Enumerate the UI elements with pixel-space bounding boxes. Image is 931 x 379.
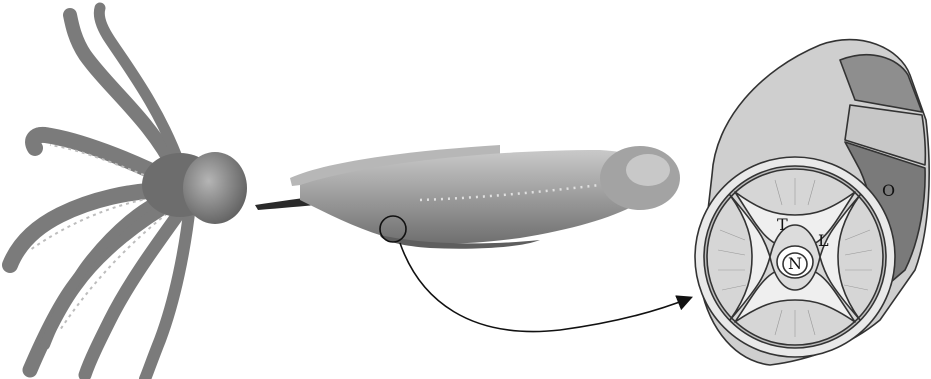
octopus-top-view bbox=[10, 8, 247, 379]
octopus-side-view bbox=[255, 140, 680, 250]
label-oblique: O bbox=[882, 181, 895, 200]
label-longitudinal: L bbox=[818, 231, 829, 250]
arm-cross-section bbox=[695, 40, 929, 365]
label-nerve: N bbox=[788, 254, 802, 273]
label-transverse: T bbox=[777, 215, 788, 234]
pointer-arrow bbox=[400, 243, 690, 332]
octopus-head bbox=[183, 152, 247, 224]
